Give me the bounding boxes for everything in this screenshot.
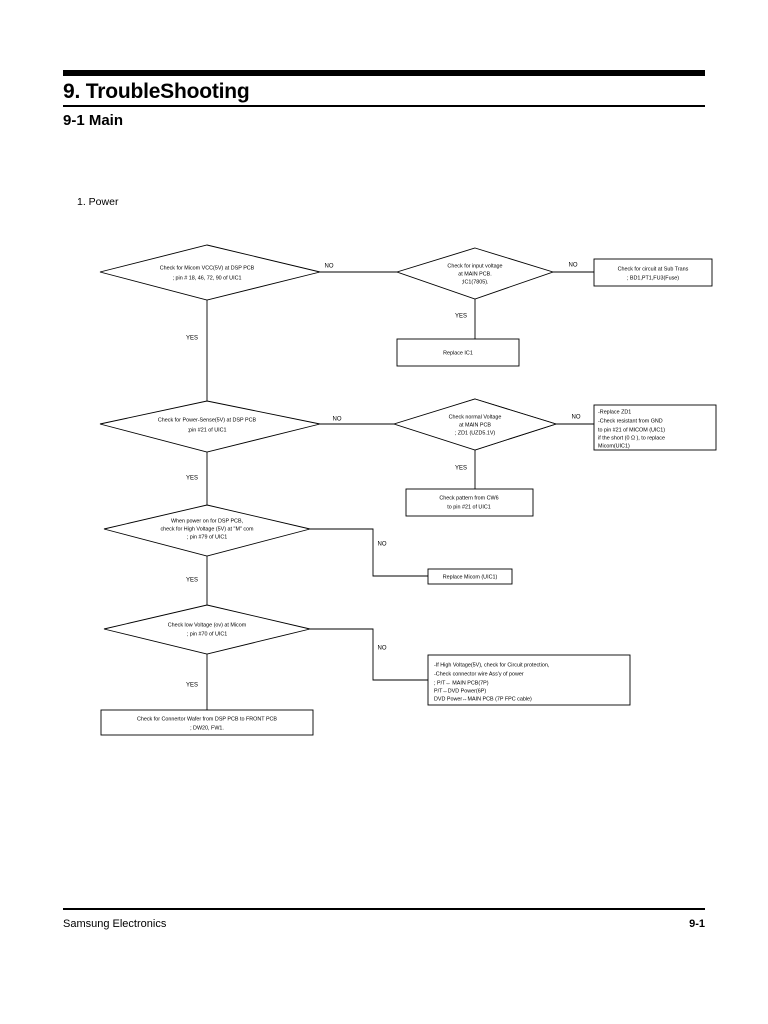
svg-text:-If High Voltage(5V), check fo: -If High Voltage(5V), check for Circuit … xyxy=(434,662,550,668)
svg-text:-Replace ZD1: -Replace ZD1 xyxy=(598,409,631,415)
decision-power-sense: Check for Power-Sense(5V) at DSP PCB ;pi… xyxy=(99,400,321,453)
box-check-connector-wafer: Check for Connertor Wafer from DSP PCB t… xyxy=(100,709,314,736)
edge-label-no-5: NO xyxy=(378,542,387,548)
decision-micom-vcc: Check for Micom VCC(5V) at DSP PCB ; pin… xyxy=(99,244,321,301)
svg-text:check for High Voltage (5V) at: check for High Voltage (5V) at "M" com xyxy=(160,526,254,532)
conn-d4-to-notes xyxy=(310,628,428,681)
svg-text:at MAIN PCB.: at MAIN PCB. xyxy=(458,271,492,277)
conn-d3-to-replacemicom xyxy=(310,528,428,577)
svg-text:Check for circuit at Sub Trans: Check for circuit at Sub Trans xyxy=(618,266,689,272)
edge-label-yes-3: YES xyxy=(186,476,198,482)
decision-normal-voltage: Check normal Voltage at MAIN PCB ; ZD1 (… xyxy=(392,398,558,451)
svg-text:Check normal Voltage: Check normal Voltage xyxy=(449,414,502,420)
svg-text:; P/T↔ MAIN PCB(7P): ; P/T↔ MAIN PCB(7P) xyxy=(434,680,489,686)
svg-text:Check pattern from CW6: Check pattern from CW6 xyxy=(439,495,498,501)
svg-text:P/T↔DVD Power(6P): P/T↔DVD Power(6P) xyxy=(434,688,486,694)
svg-text:to pin #21 of UIC1: to pin #21 of UIC1 xyxy=(447,504,490,510)
edge-label-no-3: NO xyxy=(333,417,342,423)
box-check-sub-trans: Check for circuit at Sub Trans ; BD1,PT1… xyxy=(593,258,713,287)
edge-label-no-6: NO xyxy=(378,646,387,652)
footer-rule xyxy=(63,908,705,910)
decision-low-voltage: Check low Voltage (ov) at Micom ; pin #7… xyxy=(103,604,311,655)
svg-text:Check for input voltage: Check for input voltage xyxy=(447,263,502,269)
svg-text:; pin #70 of UIC1: ; pin #70 of UIC1 xyxy=(187,631,227,637)
decision-high-voltage-m-com: When power on for DSP PCB, check for Hig… xyxy=(103,504,311,557)
footer-page-number: 9-1 xyxy=(689,918,705,930)
svg-text:DVD Power↔MAIN PCB (7P FPC cab: DVD Power↔MAIN PCB (7P FPC cable) xyxy=(434,696,532,702)
svg-text:Micom(UIC1): Micom(UIC1) xyxy=(598,443,630,449)
svg-text:;pin #21 of UIC1: ;pin #21 of UIC1 xyxy=(188,427,227,433)
flow-connectors xyxy=(206,271,594,710)
edge-label-no-2: NO xyxy=(569,263,578,269)
flow-nodes: Check for Micom VCC(5V) at DSP PCB ; pin… xyxy=(99,244,717,736)
svg-text:When power on for DSP PCB,: When power on for DSP PCB, xyxy=(171,518,244,524)
svg-text:if the short (0 Ω ), to replac: if the short (0 Ω ), to replace xyxy=(598,435,665,441)
edge-label-no-4: NO xyxy=(572,415,581,421)
svg-text:Replace IC1: Replace IC1 xyxy=(443,350,473,356)
svg-text:Check for Micom VCC(5V) at DSP: Check for Micom VCC(5V) at DSP PCB xyxy=(160,265,255,271)
header-rule-top xyxy=(63,70,705,76)
svg-text:; ZD1 (UZD5.1V): ; ZD1 (UZD5.1V) xyxy=(455,430,496,436)
svg-text:Check low Voltage (ov) at Mico: Check low Voltage (ov) at Micom xyxy=(168,622,247,628)
edge-label-yes-1: YES xyxy=(186,336,198,342)
svg-text:-Check connector wire Ass'y of: -Check connector wire Ass'y of power xyxy=(434,671,524,677)
svg-text:at MAIN PCB: at MAIN PCB xyxy=(459,422,491,428)
svg-text:Check for Power-Sense(5V) at D: Check for Power-Sense(5V) at DSP PCB xyxy=(158,417,257,423)
svg-text:; pin # 18, 46, 72, 90 of UIC1: ; pin # 18, 46, 72, 90 of UIC1 xyxy=(173,275,242,281)
svg-text:Check for Connertor Wafer from: Check for Connertor Wafer from DSP PCB t… xyxy=(137,716,277,722)
decision-input-voltage: Check for input voltage at MAIN PCB. ;IC… xyxy=(395,247,555,300)
subsection-label: 1. Power xyxy=(77,196,119,208)
footer-company: Samsung Electronics xyxy=(63,918,167,930)
svg-text:; pin #79 of UIC1: ; pin #79 of UIC1 xyxy=(187,534,227,540)
edge-label-yes-5: YES xyxy=(186,578,198,584)
edge-label-yes-6: YES xyxy=(186,683,198,689)
box-replace-ic1: Replace IC1 xyxy=(396,338,520,367)
svg-text:Replace Micom (UIC1): Replace Micom (UIC1) xyxy=(443,574,498,580)
section-title: 9-1 Main xyxy=(63,112,124,129)
svg-text:-Check resistant from GND: -Check resistant from GND xyxy=(598,418,663,424)
svg-text:to pin #21 of MICOM (UIC1): to pin #21 of MICOM (UIC1) xyxy=(598,427,665,433)
svg-text:;IC1(7805).: ;IC1(7805). xyxy=(462,279,489,285)
box-check-pattern-cw6: Check pattern from CW6 to pin #21 of UIC… xyxy=(405,488,534,517)
edge-label-no-1: NO xyxy=(325,264,334,270)
box-replace-zd1-notes: -Replace ZD1 -Check resistant from GND t… xyxy=(593,404,717,451)
box-power-connector-notes: -If High Voltage(5V), check for Circuit … xyxy=(427,654,631,706)
svg-text:; DW20, FW1.: ; DW20, FW1. xyxy=(190,725,224,731)
header-rule-middle xyxy=(63,105,705,107)
box-replace-micom: Replace Micom (UIC1) xyxy=(427,568,513,585)
page-title: 9. TroubleShooting xyxy=(63,80,250,103)
edge-label-yes-2: YES xyxy=(455,314,467,320)
svg-text:; BD1,PT1,FU3(Fuse): ; BD1,PT1,FU3(Fuse) xyxy=(627,275,679,281)
edge-label-yes-4: YES xyxy=(455,466,467,472)
